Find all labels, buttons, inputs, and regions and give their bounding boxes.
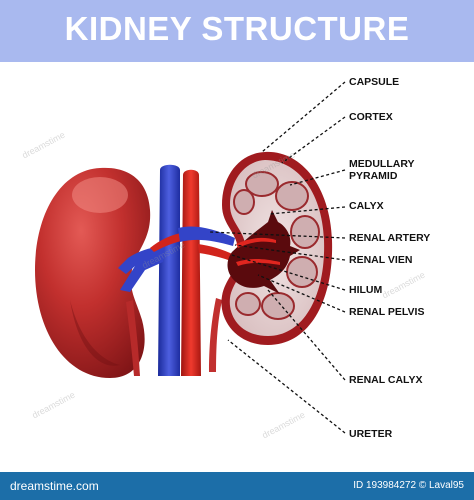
leader-renal-vien: [234, 244, 346, 261]
leader-medullary-pyramid: [289, 169, 346, 186]
vena-cava: [158, 164, 180, 376]
renal-vein-branch: [236, 259, 280, 266]
renal-artery-branch: [236, 237, 276, 248]
label-renal-pelvis: RENAL PELVIS: [349, 306, 425, 318]
label-renal-artery: RENAL ARTERY: [349, 232, 431, 244]
label-calyx: CALYX: [349, 200, 384, 212]
leader-capsule: [261, 81, 346, 153]
aorta: [181, 169, 201, 376]
leader-renal-artery: [209, 231, 346, 239]
medullary-pyramid: [233, 189, 255, 215]
footer-bar: dreamstime.com ID 193984272 © Laval95: [0, 472, 474, 500]
left-renal-artery: [150, 232, 186, 252]
label-ureter: URETER: [349, 428, 393, 440]
label-capsule: CAPSULE: [349, 76, 400, 88]
label-cortex: CORTEX: [349, 111, 393, 123]
label-hilum: HILUM: [349, 284, 383, 296]
kidney-diagram: [35, 81, 346, 434]
footer-id: ID 193984272 © Laval95: [353, 480, 464, 491]
medullary-pyramid: [290, 215, 320, 249]
medullary-pyramid: [261, 292, 295, 320]
right-renal-vein: [178, 226, 235, 246]
medullary-pyramid: [275, 181, 309, 211]
leader-cortex: [281, 116, 346, 164]
medullary-pyramid: [245, 171, 279, 197]
leader-ureter: [227, 339, 346, 434]
left-kidney: [35, 167, 151, 378]
left-renal-vein: [118, 245, 165, 292]
label-medullary-pyramid: MEDULLARY PYRAMID: [349, 158, 415, 182]
left-kidney-highlight: [72, 177, 128, 213]
page-title: KIDNEY STRUCTURE: [64, 10, 410, 47]
footer-brand[interactable]: dreamstime.com: [10, 479, 99, 493]
medullary-pyramid: [235, 292, 261, 316]
label-renal-calyx: RENAL CALYX: [349, 374, 423, 386]
medullary-pyramid: [286, 256, 318, 288]
leader-calyx: [269, 206, 346, 215]
title-banner: KIDNEY STRUCTURE: [0, 0, 474, 62]
right-ureter: [209, 298, 222, 372]
renal-pelvis: [227, 210, 300, 294]
leader-renal-pelvis: [257, 274, 346, 313]
left-ureter: [126, 300, 140, 376]
label-renal-vien: RENAL VIEN: [349, 254, 413, 266]
left-kidney-shadow: [70, 300, 120, 366]
